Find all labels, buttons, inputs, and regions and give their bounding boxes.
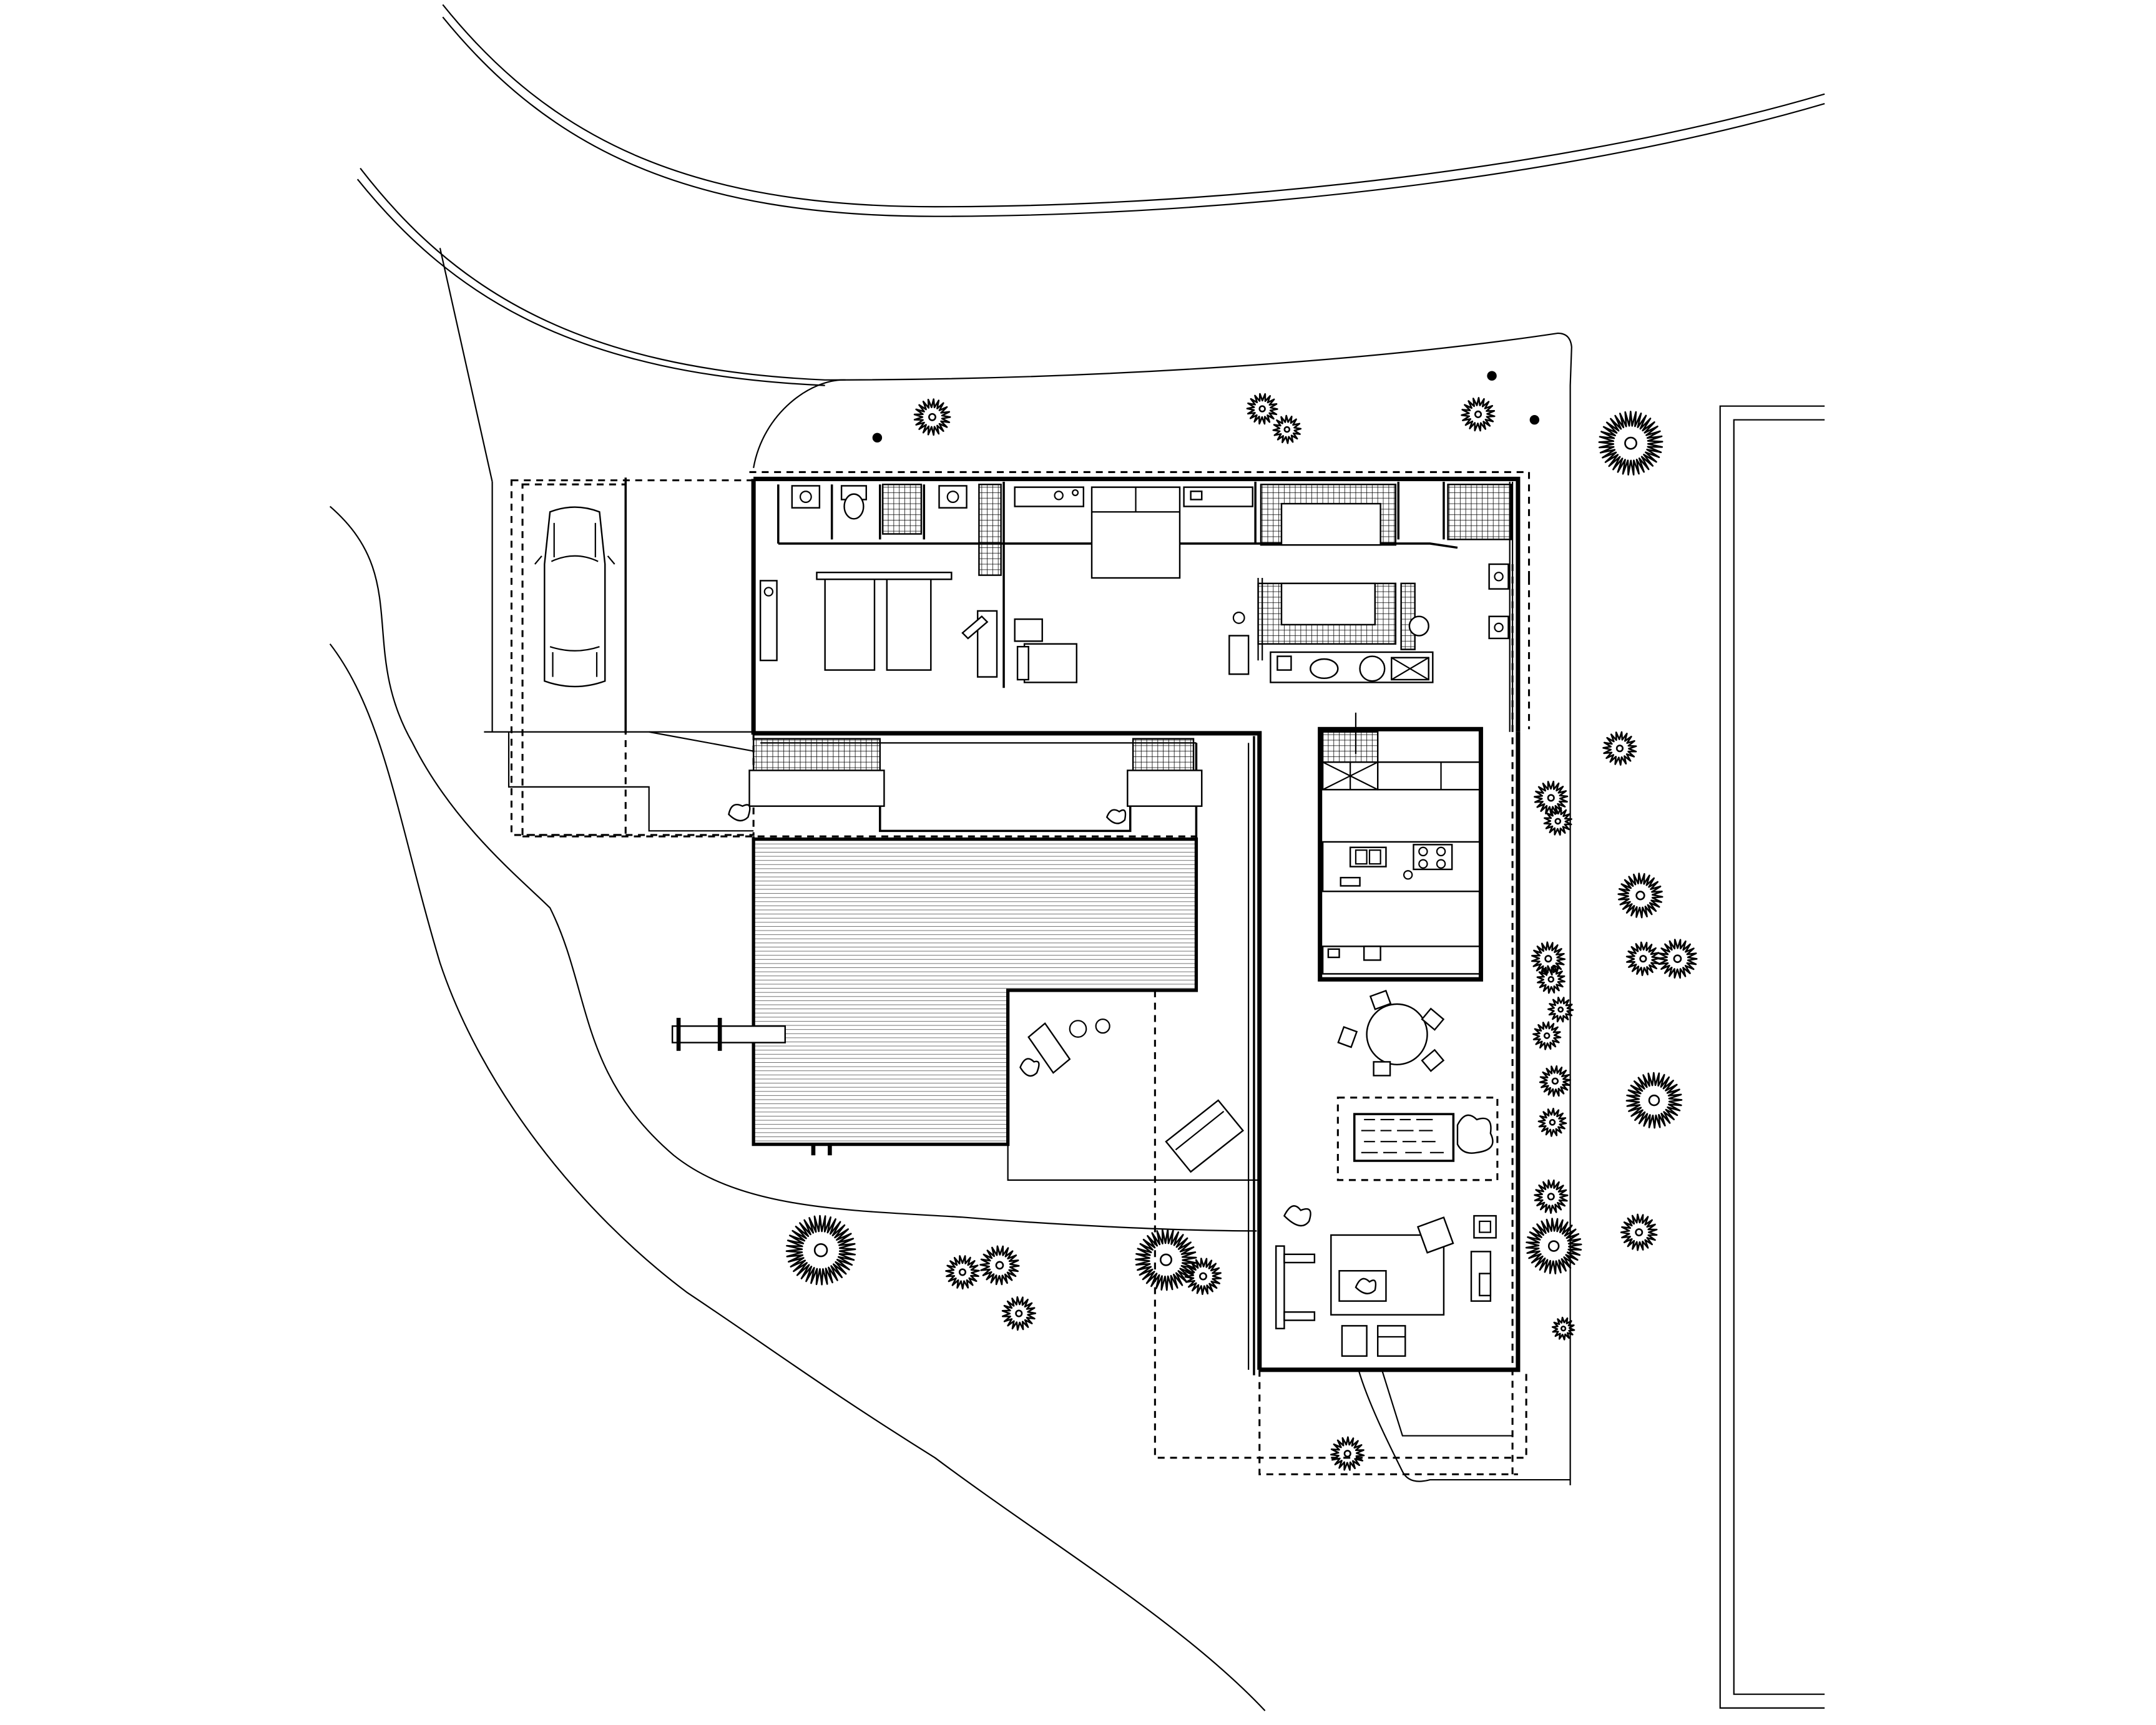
tree-trunk-icon	[995, 1261, 1004, 1270]
tree-trunk-icon	[1554, 818, 1562, 825]
driveway-curb	[439, 248, 846, 482]
trees	[785, 393, 1698, 1471]
tree-trunk-icon	[1547, 975, 1555, 983]
master-bath	[1228, 484, 1512, 683]
tree-symbol-icon	[913, 398, 951, 436]
tree-symbol-icon	[1620, 1213, 1658, 1251]
tree-symbol-icon	[1537, 1107, 1567, 1137]
bath-fixtures	[759, 484, 1002, 662]
tree-symbol-icon	[1531, 941, 1566, 976]
tree-trunk-icon	[1615, 745, 1624, 753]
fireplace	[1336, 1097, 1499, 1181]
tree-symbol-icon	[1532, 1021, 1562, 1050]
tree-symbol-icon	[979, 1245, 1020, 1286]
shrub-dot-icon	[872, 432, 883, 443]
kitchen	[1318, 712, 1483, 982]
car-icon	[534, 506, 615, 688]
tree-symbol-icon	[1543, 806, 1572, 836]
tree-symbol-icon	[1657, 939, 1698, 979]
tree-trunk-icon	[1283, 426, 1291, 433]
terrain-line-left	[329, 506, 1266, 1711]
carport	[484, 477, 755, 836]
living-wing-walls	[1154, 564, 1531, 1477]
pool-edge-posts	[811, 1144, 832, 1156]
road-edge-upper	[356, 167, 1572, 1485]
shrubs	[872, 371, 1540, 443]
tree-symbol-icon	[1246, 393, 1278, 425]
tree-trunk-icon	[1549, 1119, 1556, 1126]
tree-trunk-icon	[1639, 955, 1647, 963]
tree-trunk-icon	[1560, 1326, 1567, 1332]
tree-symbol-icon	[1184, 1258, 1222, 1296]
tree-trunk-icon	[1648, 1094, 1660, 1107]
road-curve-top	[442, 4, 1825, 217]
tree-symbol-icon	[1001, 1296, 1037, 1331]
tree-trunk-icon	[1015, 1309, 1023, 1317]
shrub-dot-icon	[1529, 414, 1540, 425]
tree-symbol-icon	[1539, 1065, 1571, 1097]
entry-path	[1358, 1369, 1570, 1482]
bedroom-furniture	[816, 486, 1253, 683]
tree-symbol-icon	[1534, 1179, 1569, 1214]
tree-trunk-icon	[1343, 1450, 1351, 1458]
pool-terrace-furniture	[728, 803, 1245, 1173]
shrub-dot-icon	[1487, 371, 1497, 381]
tree-trunk-icon	[1258, 405, 1266, 413]
tree-symbol-icon	[1602, 731, 1637, 766]
tree-trunk-icon	[1547, 794, 1555, 802]
adjacent-lot-boundary	[1719, 405, 1825, 1709]
tree-trunk-icon	[1547, 1193, 1555, 1201]
tree-symbol-icon	[1598, 411, 1664, 476]
tree-trunk-icon	[813, 1243, 828, 1258]
tree-trunk-icon	[928, 413, 936, 421]
tree-trunk-icon	[958, 1268, 967, 1276]
tree-trunk-icon	[1474, 410, 1482, 418]
tree-symbol-icon	[1330, 1436, 1365, 1471]
tree-symbol-icon	[1525, 1218, 1582, 1274]
tree-symbol-icon	[1272, 414, 1302, 444]
tree-trunk-icon	[1159, 1253, 1173, 1266]
tree-trunk-icon	[1551, 1077, 1559, 1085]
tree-trunk-icon	[1673, 954, 1682, 964]
tree-trunk-icon	[1543, 1032, 1551, 1039]
tree-trunk-icon	[1198, 1272, 1207, 1281]
tree-symbol-icon	[1625, 941, 1661, 976]
swimming-pool	[752, 837, 1198, 1146]
tree-symbol-icon	[1135, 1228, 1197, 1291]
tree-trunk-icon	[1624, 436, 1637, 450]
tree-symbol-icon	[1617, 872, 1664, 919]
tree-trunk-icon	[1544, 955, 1552, 963]
tree-symbol-icon	[1461, 397, 1496, 432]
tree-symbol-icon	[945, 1255, 980, 1290]
tree-trunk-icon	[1557, 1006, 1564, 1013]
tree-trunk-icon	[1547, 1240, 1560, 1252]
tree-trunk-icon	[1635, 891, 1645, 901]
dining-set	[1337, 989, 1445, 1077]
diving-board	[671, 1017, 786, 1051]
tree-symbol-icon	[1547, 996, 1574, 1023]
tree-trunk-icon	[1635, 1228, 1644, 1237]
living-room-furniture	[1275, 1205, 1497, 1357]
tree-symbol-icon	[1625, 1072, 1683, 1129]
tree-symbol-icon	[1536, 965, 1566, 994]
tree-symbol-icon	[1551, 1316, 1575, 1341]
tree-symbol-icon	[785, 1214, 856, 1286]
